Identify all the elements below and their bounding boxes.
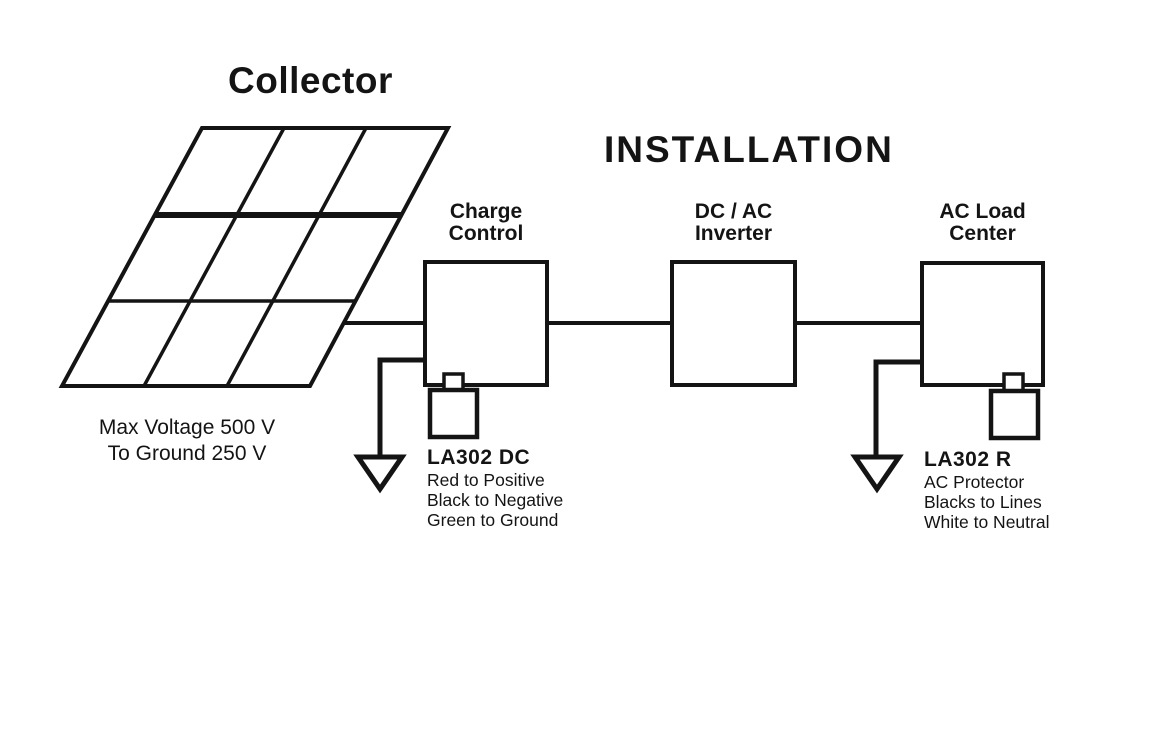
collector-grid-line: [142, 127, 286, 387]
ac-load-center-box: [920, 261, 1045, 387]
ac-protector-model: LA302 R: [924, 448, 1012, 471]
dc-protector-note-line: Green to Ground: [427, 510, 559, 530]
ac-protector-module: [988, 372, 1041, 441]
dc-protector-note-line: Red to Positive: [427, 470, 545, 490]
dc-protector-model: LA302 DC: [427, 446, 531, 469]
ac-protector-note: LA302 R AC Protector Blacks to Lines Whi…: [924, 448, 1049, 532]
charge-control-box: [423, 260, 549, 387]
dc-protector-connector: [442, 372, 465, 392]
ac-protector-note-line: Blacks to Lines: [924, 492, 1042, 512]
ac-ground-wire: [873, 359, 922, 458]
ac-protector-note-line: AC Protector: [924, 472, 1025, 492]
ac-load-center-label: AC Load Center: [939, 200, 1026, 245]
inverter-box: [670, 260, 797, 387]
collector-title: Collector: [228, 60, 393, 101]
dc-protector-note: LA302 DC Red to Positive Black to Negati…: [427, 446, 563, 530]
collector-grid-line: [225, 127, 368, 387]
dc-ground: [353, 357, 425, 494]
collector-voltage-note: Max Voltage 500 V To Ground 250 V: [98, 416, 276, 465]
charge-control-label: Charge Control: [448, 200, 524, 245]
dc-protector-module: [427, 372, 480, 440]
dc-ground-wire: [377, 357, 425, 458]
dc-protector-note-line: Black to Negative: [427, 490, 564, 510]
dc-protector-box: [427, 387, 480, 440]
ac-ground-symbol: [850, 454, 904, 494]
installation-title: INSTALLATION: [604, 129, 894, 170]
ac-protector-box: [988, 388, 1041, 441]
collector-outline: [58, 126, 452, 388]
ac-protector-note-line: White to Neutral: [924, 512, 1050, 532]
collector-panel: [58, 126, 452, 388]
inverter-label: DC / AC Inverter: [694, 200, 773, 245]
ac-protector-connector: [1002, 372, 1025, 393]
dc-ground-symbol: [353, 454, 407, 494]
ac-ground: [850, 359, 922, 494]
